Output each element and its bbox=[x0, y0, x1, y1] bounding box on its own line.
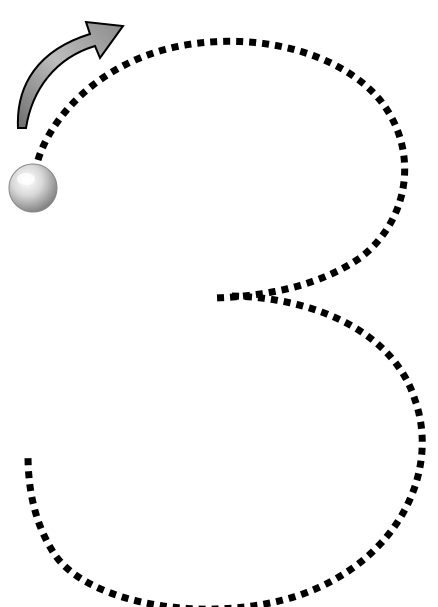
start-ball-highlight bbox=[17, 173, 35, 185]
start-ball-icon bbox=[9, 164, 57, 212]
lower-loop-path bbox=[28, 296, 422, 607]
upper-loop-path bbox=[38, 41, 405, 298]
number-three-tracing-path bbox=[28, 41, 422, 607]
curved-arrow-icon bbox=[18, 22, 123, 128]
